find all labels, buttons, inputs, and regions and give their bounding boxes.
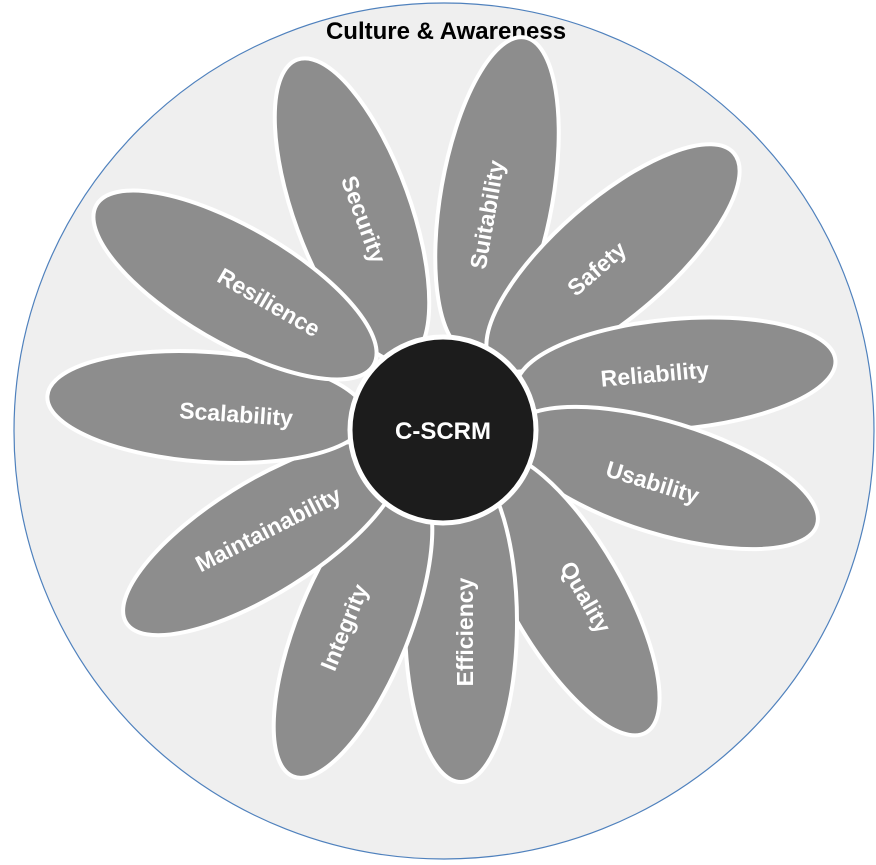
center-node-label: C-SCRM xyxy=(395,418,491,445)
center-node xyxy=(347,334,539,526)
petal-label-efficiency: Efficiency xyxy=(452,577,478,686)
